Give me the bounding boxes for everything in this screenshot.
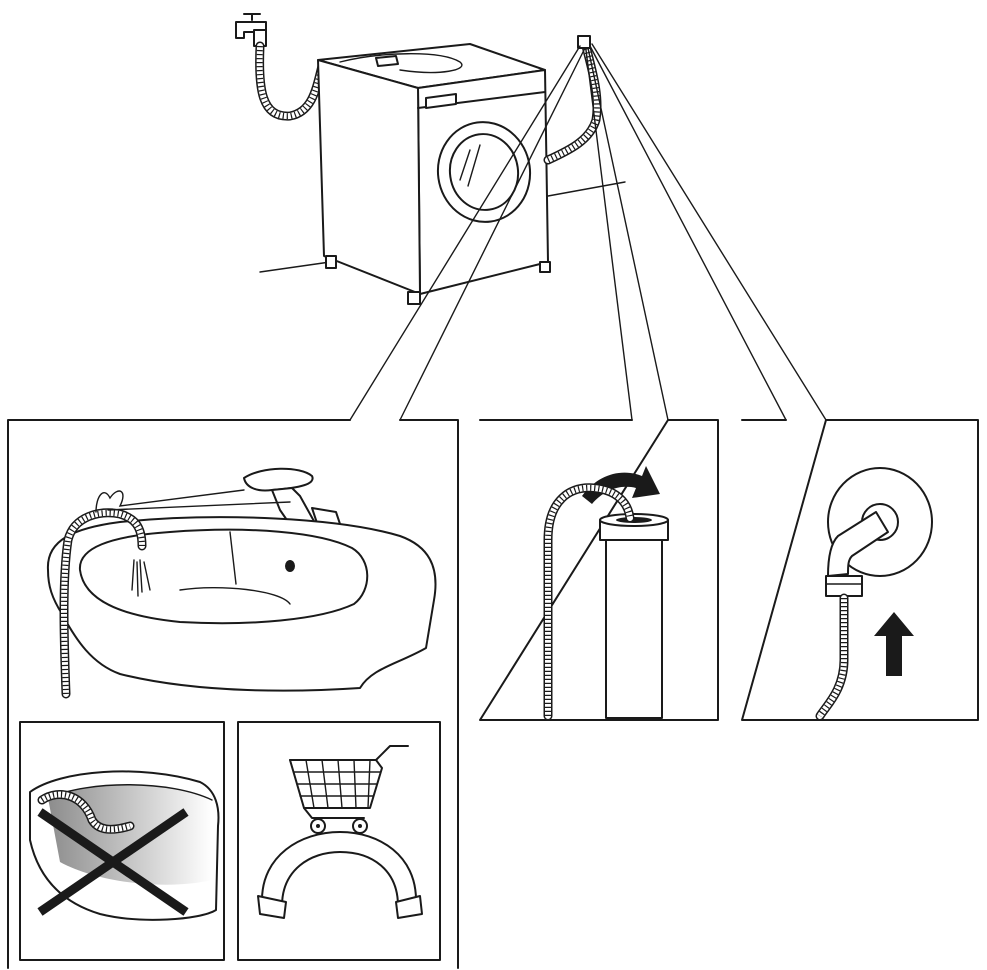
panel-wall-outlet — [741, 419, 979, 721]
wall-outlet-icon — [825, 467, 933, 597]
cross-icon — [37, 808, 189, 916]
standpipe-hose — [543, 483, 635, 721]
overview-scene — [235, 13, 827, 421]
sink — [46, 516, 437, 692]
panel-sink-wrong — [19, 721, 225, 961]
standpipe-pipe — [599, 513, 669, 719]
shopping-cart-icon — [289, 745, 409, 834]
panel-standpipe — [479, 419, 719, 721]
sink-drain-hose — [59, 489, 291, 699]
drain-hose — [543, 35, 602, 165]
water-tap-icon — [235, 13, 267, 47]
inlet-hose — [255, 41, 327, 121]
panel-hose-guide — [237, 721, 441, 961]
panel-sink-drain — [7, 419, 459, 969]
curved-arrow-icon — [582, 466, 660, 504]
up-arrow-icon — [874, 612, 914, 676]
wall-outlet-hose — [815, 593, 849, 721]
washing-machine — [317, 43, 551, 305]
hose-guide-icon — [257, 831, 423, 919]
